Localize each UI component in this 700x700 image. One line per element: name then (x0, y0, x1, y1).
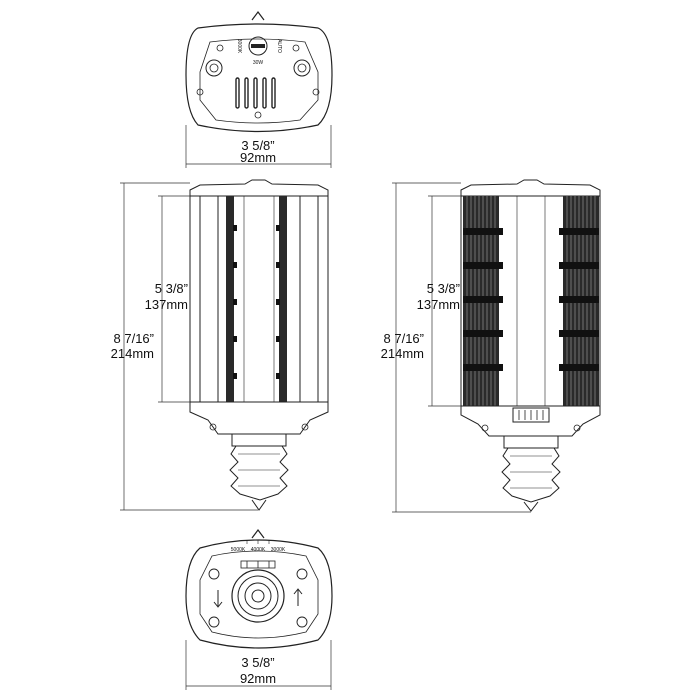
left-body-height-in: 5 3/8” (155, 281, 188, 296)
switch-right-label: AUTO (276, 39, 282, 53)
screw-bottom-right (312, 88, 320, 96)
bottom-view-plate (199, 550, 319, 639)
right-switch-ribs (518, 410, 544, 420)
right-screw-base (501, 447, 561, 503)
rotary-switch-slot (251, 44, 265, 48)
right-dimensions (392, 182, 531, 513)
base-ring-2 (237, 575, 279, 617)
right-top-cap (460, 179, 601, 197)
right-total-height-mm: 214mm (381, 346, 424, 361)
mount-hole-left-inner (209, 63, 219, 73)
right-total-height-in: 8 7/16” (384, 331, 424, 346)
left-base-neck (231, 433, 287, 447)
wattage-label: 30W (253, 60, 264, 66)
top-view-nub (251, 11, 265, 21)
side-view-left (189, 179, 329, 511)
screw-bottom (254, 111, 262, 119)
left-base-tip (251, 499, 267, 511)
bottom-mount-left (208, 568, 220, 580)
rotary-switch (248, 36, 268, 56)
base-ring-3 (244, 582, 272, 610)
right-fin-bands (463, 228, 599, 371)
mount-hole-left (205, 59, 223, 77)
top-width-mm: 92mm (240, 150, 276, 165)
left-skirt (189, 401, 329, 435)
top-view-outline (185, 23, 333, 133)
cct-option-5000k: 5000K (231, 547, 246, 553)
top-width-dimension (185, 125, 332, 168)
cct-option-3000k: 3000K (271, 547, 286, 553)
left-led-strip-b (279, 196, 287, 402)
top-view-plate (199, 38, 319, 124)
side-view-right (460, 179, 601, 512)
left-body (189, 195, 329, 403)
bottom-view-outline (185, 539, 333, 649)
left-top-cap (189, 179, 329, 197)
right-base-tip (523, 501, 539, 512)
right-body-height-in: 5 3/8” (427, 281, 460, 296)
left-total-height-in: 8 7/16” (114, 331, 154, 346)
bottom-width-in: 3 5/8” (241, 655, 274, 670)
bottom-mount-right-low (296, 616, 308, 628)
top-view (185, 11, 333, 133)
screw-top-left (216, 44, 224, 52)
bottom-view (185, 529, 333, 649)
cct-pointer-arrows (246, 540, 270, 544)
left-led-dots (233, 225, 280, 379)
cct-switch-ticks (246, 561, 270, 568)
screw-bottom-left (196, 88, 204, 96)
bottom-view-nub (251, 529, 265, 539)
bottom-mount-right (296, 568, 308, 580)
right-base-neck (503, 435, 559, 449)
bottom-mount-left-low (208, 616, 220, 628)
top-width-in: 3 5/8” (241, 138, 274, 153)
screw-top-right (292, 44, 300, 52)
mount-hole-right (293, 59, 311, 77)
bottom-width-dimension (185, 640, 332, 690)
right-body-height-mm: 137mm (417, 297, 460, 312)
left-body-height-mm: 137mm (145, 297, 188, 312)
rotation-arrows (213, 588, 303, 608)
base-outer-ring (231, 569, 285, 623)
mount-hole-right-inner (297, 63, 307, 73)
switch-left-label: 3000K (236, 39, 242, 54)
left-screw-base (229, 445, 289, 501)
left-dimensions (120, 182, 258, 511)
bottom-width-mm: 92mm (240, 671, 276, 686)
left-led-strip-a (226, 196, 234, 402)
left-total-height-mm: 214mm (111, 346, 154, 361)
top-vents (235, 77, 276, 109)
base-contact (251, 589, 265, 603)
cct-option-4000k: 4000K (251, 547, 266, 553)
